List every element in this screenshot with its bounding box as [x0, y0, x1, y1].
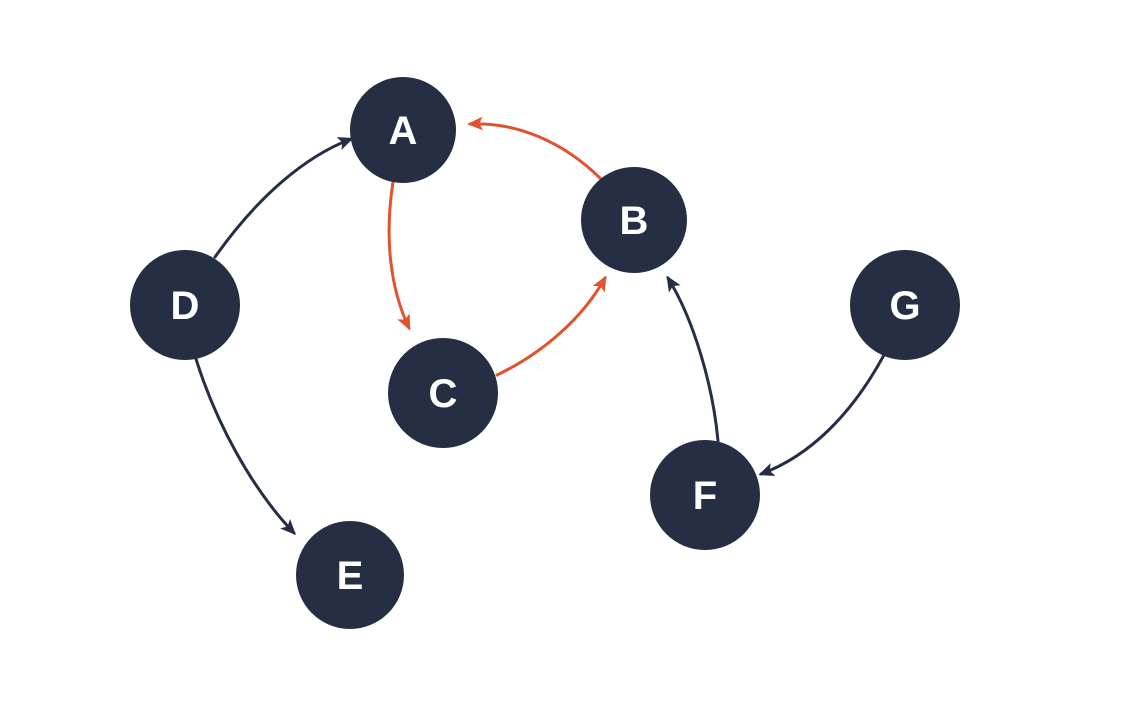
edge-a-to-c[interactable]: [387, 180, 411, 331]
node-circle-d[interactable]: [130, 250, 240, 360]
node-circle-g[interactable]: [850, 250, 960, 360]
edge-f-to-b[interactable]: [666, 275, 720, 443]
edge-g-to-f[interactable]: [758, 353, 886, 477]
node-circle-a[interactable]: [350, 77, 456, 183]
edges-layer: [194, 116, 886, 536]
node-label-f: F: [693, 474, 717, 518]
graph-node-f[interactable]: F: [650, 440, 760, 550]
node-circle-c[interactable]: [388, 338, 498, 448]
node-label-a: A: [389, 109, 418, 153]
node-label-b: B: [620, 199, 649, 243]
node-circle-b[interactable]: [581, 167, 687, 273]
graph-node-b[interactable]: B: [581, 167, 687, 273]
node-circle-e[interactable]: [296, 521, 404, 629]
graph-node-c[interactable]: C: [388, 338, 498, 448]
graph-node-g[interactable]: G: [850, 250, 960, 360]
node-label-c: C: [429, 372, 458, 416]
edge-d-to-a[interactable]: [213, 137, 354, 259]
graph-node-d[interactable]: D: [130, 250, 240, 360]
nodes-layer: A B C D E F G: [130, 77, 960, 629]
node-label-e: E: [337, 554, 364, 598]
node-label-d: D: [171, 284, 200, 328]
graph-node-e[interactable]: E: [296, 521, 404, 629]
node-label-g: G: [889, 284, 920, 328]
graph-node-a[interactable]: A: [350, 77, 456, 183]
edge-d-to-e[interactable]: [194, 357, 296, 536]
edge-c-to-b[interactable]: [495, 275, 607, 377]
edge-b-to-a[interactable]: [467, 116, 604, 182]
node-circle-f[interactable]: [650, 440, 760, 550]
